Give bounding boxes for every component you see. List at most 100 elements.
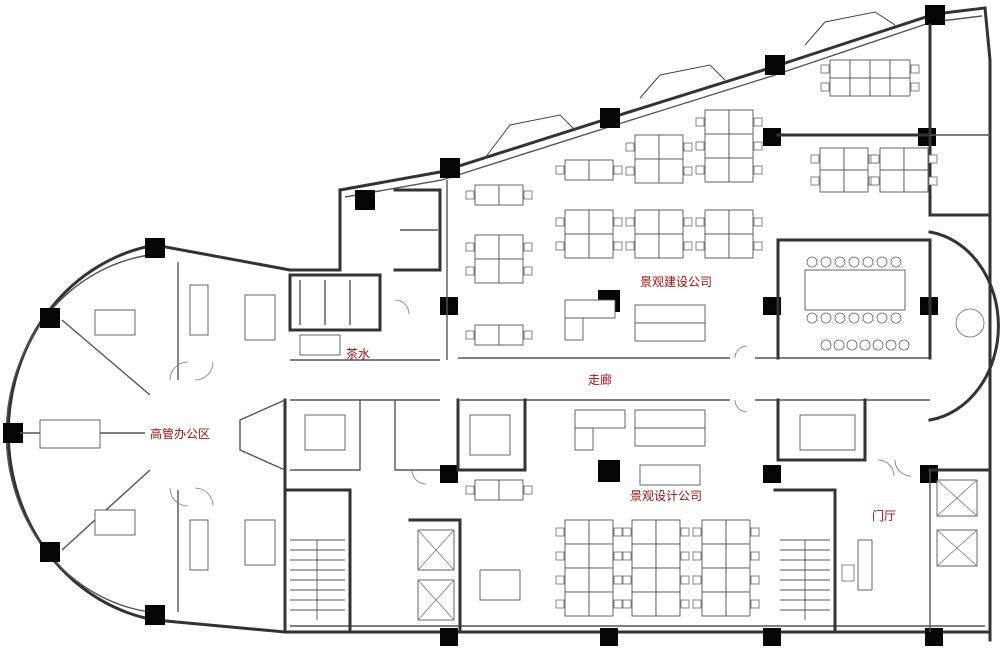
elevators bbox=[417, 479, 978, 621]
chair bbox=[750, 551, 760, 561]
chair bbox=[613, 599, 623, 609]
column bbox=[440, 297, 458, 315]
chair bbox=[695, 217, 705, 227]
chair bbox=[833, 339, 845, 351]
chair bbox=[848, 312, 860, 324]
chair bbox=[928, 154, 938, 164]
desk bbox=[94, 509, 136, 536]
chair bbox=[465, 266, 475, 276]
desk bbox=[634, 304, 706, 324]
bookshelf bbox=[189, 284, 209, 336]
desk bbox=[655, 591, 681, 617]
chair bbox=[523, 485, 533, 495]
chair bbox=[885, 339, 897, 351]
desk bbox=[701, 567, 727, 593]
desk bbox=[634, 322, 706, 342]
chair bbox=[862, 312, 874, 324]
meeting-table bbox=[799, 414, 856, 451]
desk bbox=[39, 419, 101, 449]
label-tea-room: 茶水 bbox=[346, 346, 370, 361]
desk bbox=[704, 133, 730, 159]
desk bbox=[728, 133, 754, 159]
chair bbox=[622, 551, 632, 561]
desk bbox=[588, 543, 614, 569]
desk bbox=[564, 159, 590, 181]
column bbox=[918, 128, 936, 146]
chair bbox=[820, 64, 830, 74]
desk bbox=[819, 147, 845, 171]
desk bbox=[564, 317, 584, 341]
column bbox=[40, 542, 60, 562]
chair bbox=[910, 82, 920, 92]
chair bbox=[680, 527, 690, 537]
column bbox=[763, 628, 781, 646]
meeting-table bbox=[304, 414, 346, 451]
desk bbox=[704, 209, 730, 235]
desk bbox=[819, 169, 845, 193]
chair bbox=[523, 190, 533, 200]
column bbox=[600, 108, 620, 128]
room-labels: 高管办公区 茶水 走廊 景观建设公司 景观设计公司 门厅 bbox=[150, 275, 896, 523]
chair bbox=[695, 241, 705, 251]
chair bbox=[622, 599, 632, 609]
desk bbox=[564, 519, 590, 545]
chair bbox=[820, 82, 830, 92]
desk bbox=[658, 233, 684, 259]
desk bbox=[498, 234, 524, 260]
chair bbox=[680, 599, 690, 609]
desk bbox=[498, 184, 524, 206]
chair bbox=[753, 241, 763, 251]
chair bbox=[622, 527, 632, 537]
desk bbox=[849, 77, 871, 97]
desk bbox=[588, 591, 614, 617]
chair bbox=[695, 141, 705, 151]
chair bbox=[695, 117, 705, 127]
chair bbox=[625, 217, 635, 227]
chair bbox=[810, 176, 820, 186]
column bbox=[145, 238, 165, 258]
chair bbox=[872, 339, 884, 351]
chair bbox=[846, 339, 858, 351]
chair bbox=[810, 154, 820, 164]
chair bbox=[695, 165, 705, 175]
chair bbox=[692, 551, 702, 561]
desk bbox=[903, 169, 929, 193]
label-corridor: 走廊 bbox=[588, 372, 612, 387]
stair-east bbox=[780, 539, 830, 620]
column bbox=[145, 605, 165, 625]
desk bbox=[631, 543, 657, 569]
desk bbox=[634, 233, 660, 259]
chair bbox=[465, 330, 475, 340]
chair bbox=[890, 312, 902, 324]
desk bbox=[94, 309, 136, 336]
chair bbox=[820, 256, 832, 268]
chair bbox=[692, 527, 702, 537]
chair bbox=[692, 575, 702, 585]
chair bbox=[683, 241, 693, 251]
interior-walls bbox=[20, 23, 1000, 634]
chair bbox=[680, 551, 690, 561]
chair bbox=[465, 190, 475, 200]
desk bbox=[574, 409, 626, 429]
round-table bbox=[955, 308, 985, 338]
label-landscape-design-company: 景观设计公司 bbox=[630, 489, 702, 503]
chair bbox=[523, 266, 533, 276]
column bbox=[598, 460, 620, 482]
column bbox=[440, 158, 460, 178]
desk bbox=[564, 209, 590, 235]
desk bbox=[631, 519, 657, 545]
desk bbox=[474, 234, 500, 260]
chair bbox=[753, 165, 763, 175]
desk bbox=[474, 184, 500, 206]
desk bbox=[634, 409, 706, 429]
chair bbox=[820, 339, 832, 351]
chair bbox=[834, 312, 846, 324]
desk bbox=[889, 59, 911, 79]
column bbox=[600, 628, 618, 646]
column bbox=[920, 465, 938, 483]
desk bbox=[728, 233, 754, 259]
chair bbox=[523, 242, 533, 252]
chair bbox=[928, 176, 938, 186]
desk bbox=[474, 258, 500, 284]
